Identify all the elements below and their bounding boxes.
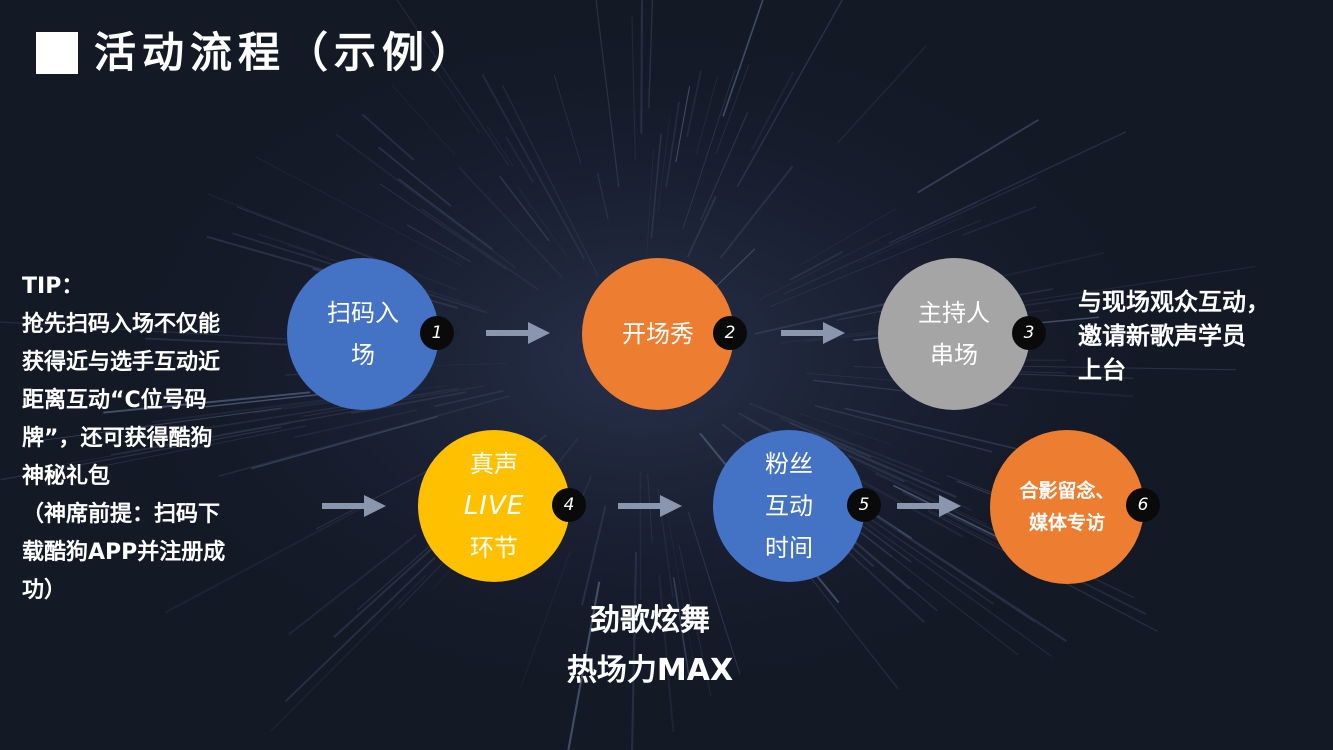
bottom-caption-line: 劲歌炫舞 [520, 596, 780, 646]
tip-line: 神秘礼包 [22, 458, 272, 496]
step-3-label-line: 主持人 [918, 292, 990, 334]
tip-line: 载酷狗APP并注册成 [22, 534, 272, 572]
step-5-label-line: 时间 [765, 527, 813, 569]
step-4-label-line: 环节 [470, 527, 518, 569]
step-5-label-line: 粉丝 [765, 443, 813, 485]
step-4-number-badge: 4 [552, 488, 586, 522]
page-title: 活动流程（示例） [94, 28, 478, 78]
step-4-label-line: 真声 [470, 443, 518, 485]
step-3-number-badge: 3 [1012, 316, 1046, 350]
step-6-circle: 合影留念、 媒体专访 [990, 430, 1144, 584]
bottom-caption: 劲歌炫舞 热场力MAX [520, 596, 780, 696]
step-5-label-line: 互动 [765, 485, 813, 527]
side-note-line: 邀请新歌声学员 [1078, 319, 1318, 353]
tip-line: 功） [22, 572, 272, 610]
step-2-label-line: 开场秀 [622, 313, 694, 355]
tip-line: 抢先扫码入场不仅能 [22, 306, 272, 344]
step-4-label-line: LIVE [464, 485, 524, 527]
side-note-line: 与现场观众互动， [1078, 285, 1318, 319]
tip-line: 牌”，还可获得酷狗 [22, 420, 272, 458]
step-3-label-line: 串场 [930, 334, 978, 376]
tip-line: TIP： [22, 268, 272, 306]
flow-arrow-icon [781, 322, 845, 344]
title-bar: 活动流程（示例） [36, 28, 478, 78]
side-note-line: 上台 [1078, 353, 1318, 387]
tip-line: （神席前提：扫码下 [22, 496, 272, 534]
tip-line: 距离互动“C位号码 [22, 382, 272, 420]
step-6-label-line: 合影留念、 [1019, 475, 1114, 507]
step-2-circle: 开场秀 [582, 258, 734, 410]
title-square-icon [36, 32, 78, 74]
flow-arrow-icon [322, 495, 386, 517]
step-5-circle: 粉丝 互动 时间 [713, 430, 865, 582]
step-1-label-line: 场 [351, 334, 375, 376]
step-3-circle: 主持人 串场 [878, 258, 1030, 410]
side-note: 与现场观众互动， 邀请新歌声学员 上台 [1078, 285, 1318, 387]
step-6-number-badge: 6 [1126, 488, 1160, 522]
flow-arrow-icon [618, 495, 682, 517]
step-1-label-line: 扫码入 [327, 292, 399, 334]
step-6-label-line: 媒体专访 [1029, 507, 1105, 539]
step-4-circle: 真声 LIVE 环节 [418, 430, 570, 582]
flow-arrow-icon [486, 322, 550, 344]
step-5-number-badge: 5 [847, 488, 881, 522]
flow-arrow-icon [897, 495, 961, 517]
step-2-number-badge: 2 [713, 316, 747, 350]
tip-text: TIP： 抢先扫码入场不仅能 获得近与选手互动近 距离互动“C位号码 牌”，还可… [22, 268, 272, 610]
step-1-circle: 扫码入 场 [287, 258, 439, 410]
tip-line: 获得近与选手互动近 [22, 344, 272, 382]
step-1-number-badge: 1 [420, 316, 454, 350]
bottom-caption-line: 热场力MAX [520, 646, 780, 696]
